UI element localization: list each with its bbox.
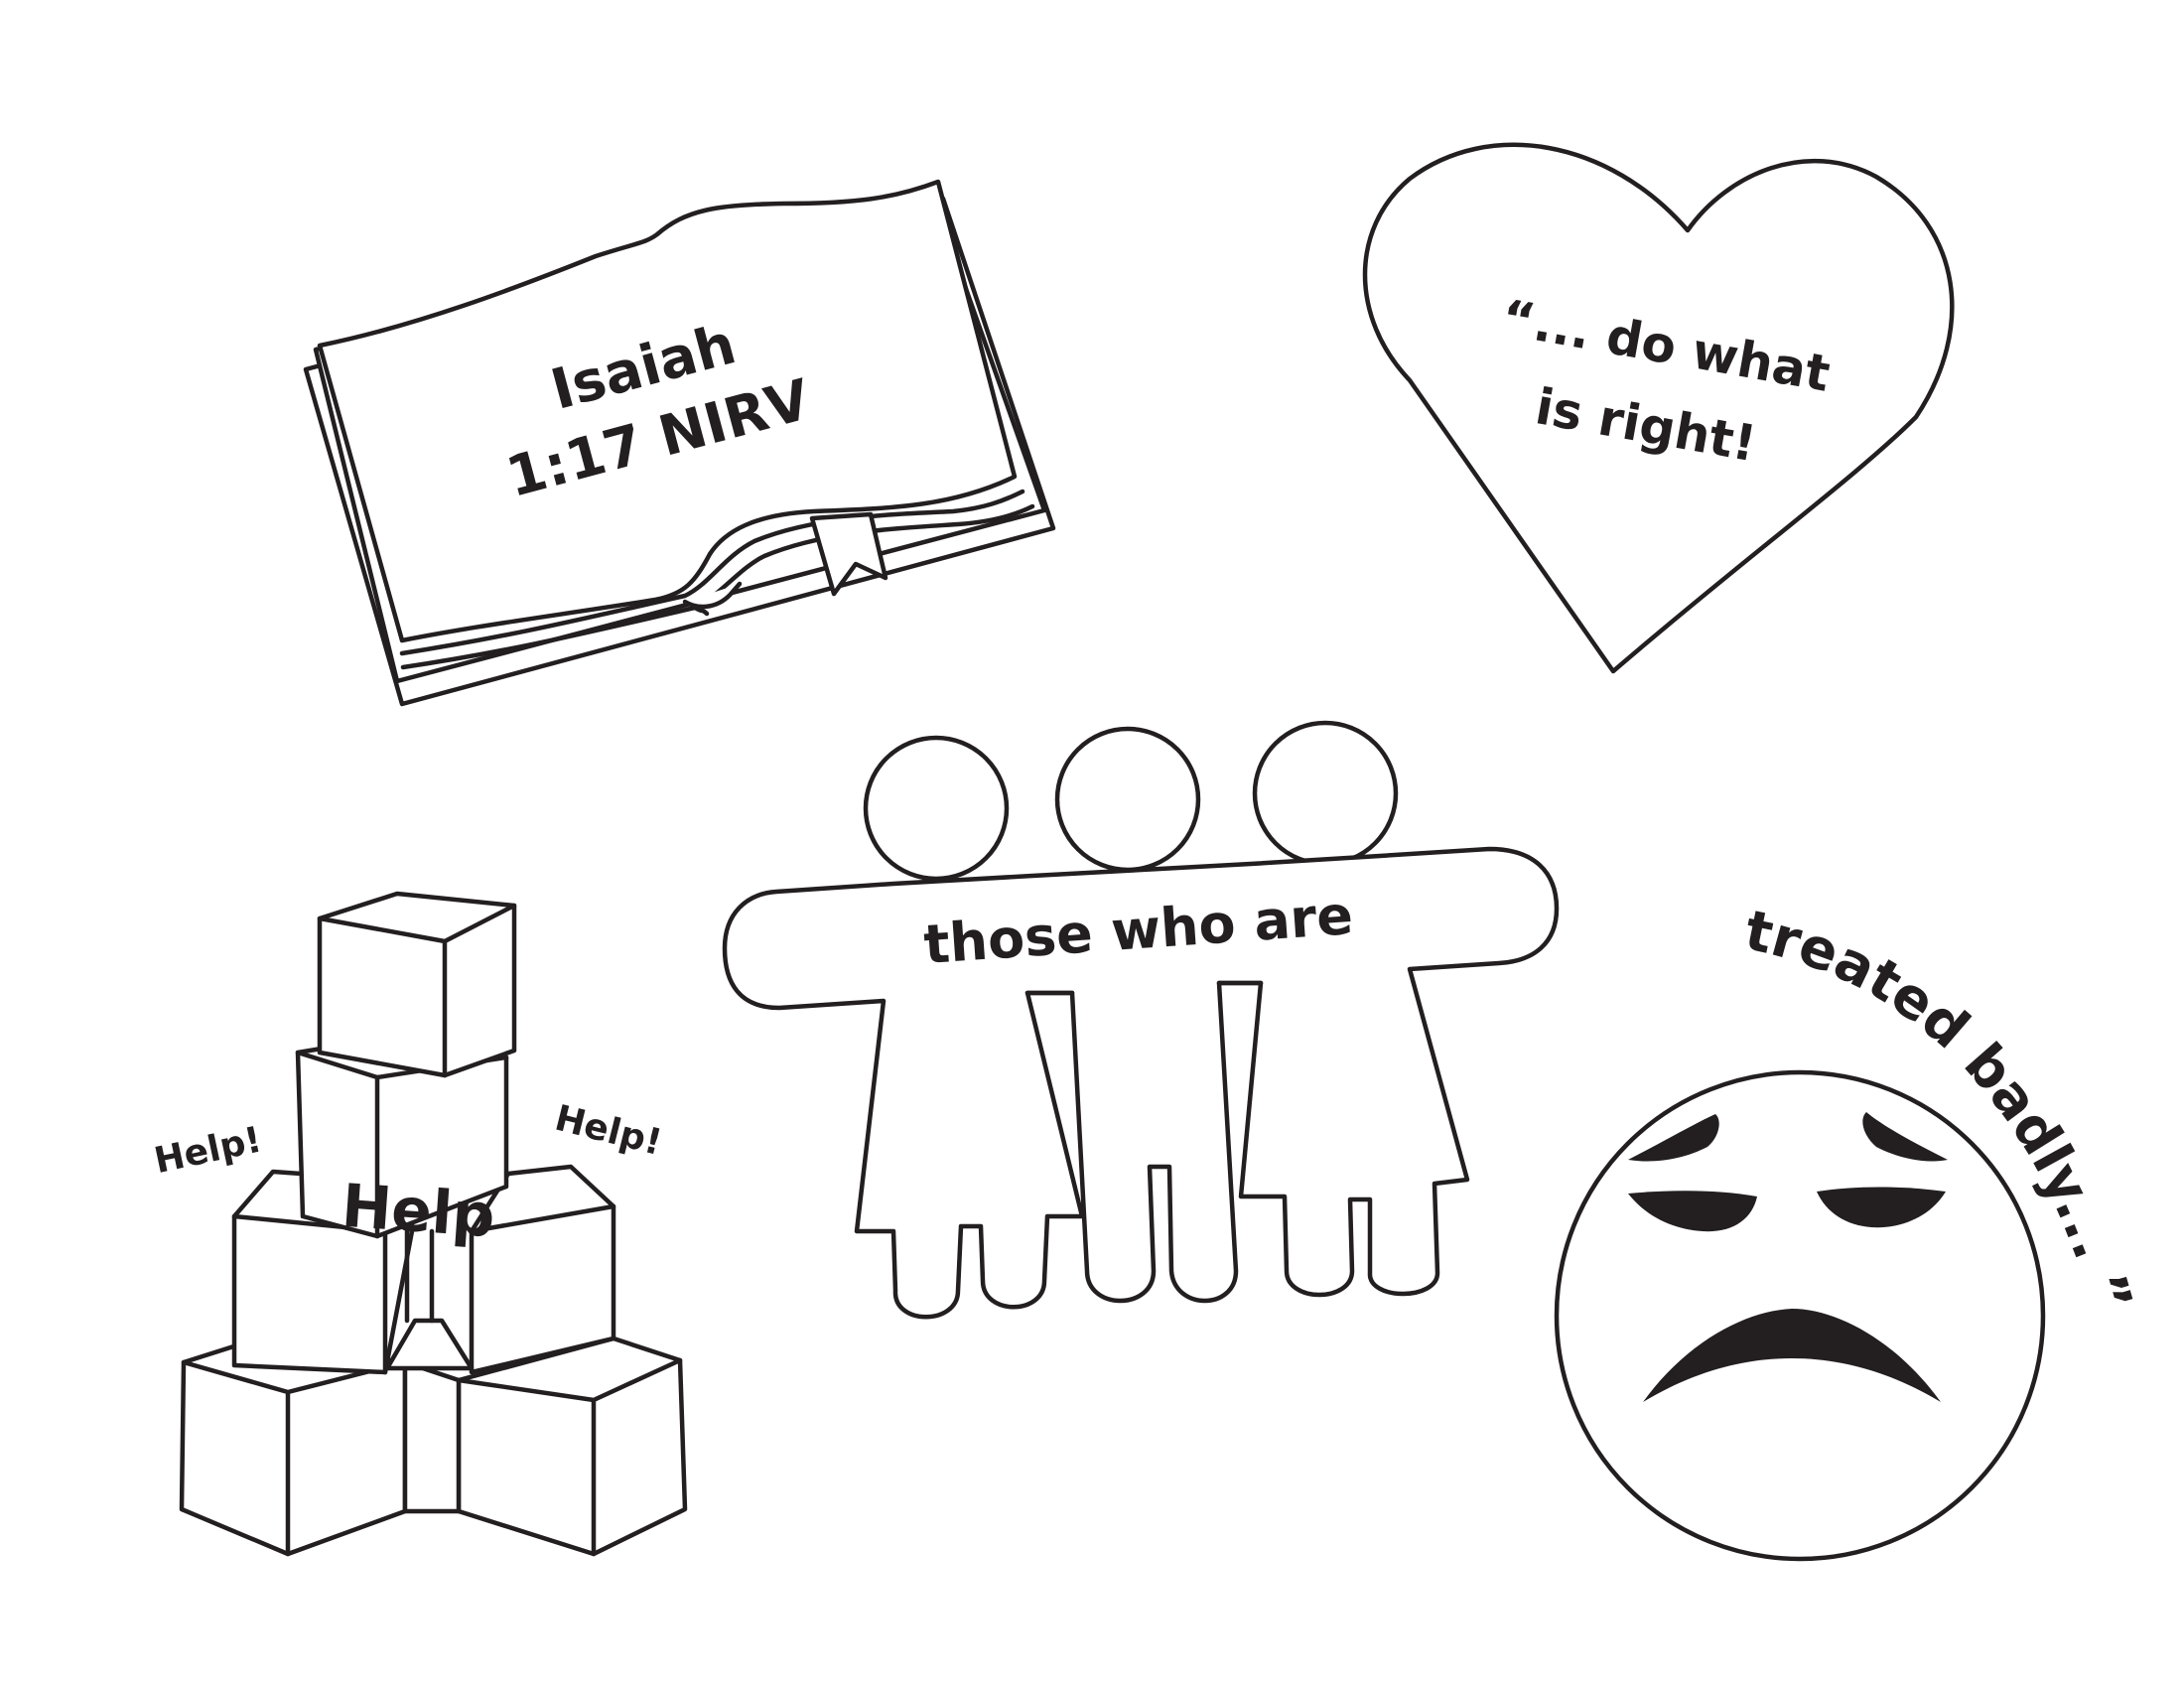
heart-illustration: “... do what is right! <box>1362 142 1955 674</box>
block-cube <box>456 1336 688 1557</box>
book-page-line <box>400 503 1035 670</box>
block-cube <box>179 1339 408 1557</box>
block-edge <box>456 1357 683 1557</box>
block-cube <box>317 891 517 1078</box>
book-page-line <box>399 489 1025 656</box>
right-closed-eye <box>1817 1187 1946 1228</box>
stacked-blocks-illustration: Help Help! Help! <box>151 891 688 1557</box>
blocks-right-label: Help! <box>551 1098 666 1164</box>
block-inner-edge <box>404 1228 435 1324</box>
bookmark-ribbon <box>809 511 888 597</box>
blocks-center-label: Help <box>340 1172 497 1252</box>
left-closed-eye <box>1628 1191 1757 1232</box>
open-bible-illustration: Isaiah 1:17 NIRV <box>303 179 1056 707</box>
sad-mouth <box>1643 1309 1941 1402</box>
paper-people-illustration: those who are <box>722 720 1560 1320</box>
person-head <box>1054 726 1201 873</box>
heart-outline <box>1362 142 1955 674</box>
book-open-page <box>317 179 1018 643</box>
sad-face-illustration: treated badly... ” <box>1554 899 2144 1562</box>
block-inner-wedge <box>384 1318 475 1371</box>
book-page-line <box>692 605 710 617</box>
person-head <box>863 735 1010 882</box>
block-gap-column <box>402 1359 462 1514</box>
left-eyebrow <box>1628 1114 1719 1162</box>
block-edge <box>317 903 517 1078</box>
people-bodies-outline <box>722 846 1560 1320</box>
person-head <box>1252 720 1399 867</box>
block-edge <box>469 1203 616 1234</box>
book-spine <box>682 581 743 610</box>
blocks-left-label: Help! <box>151 1119 265 1182</box>
right-eyebrow <box>1862 1112 1948 1162</box>
